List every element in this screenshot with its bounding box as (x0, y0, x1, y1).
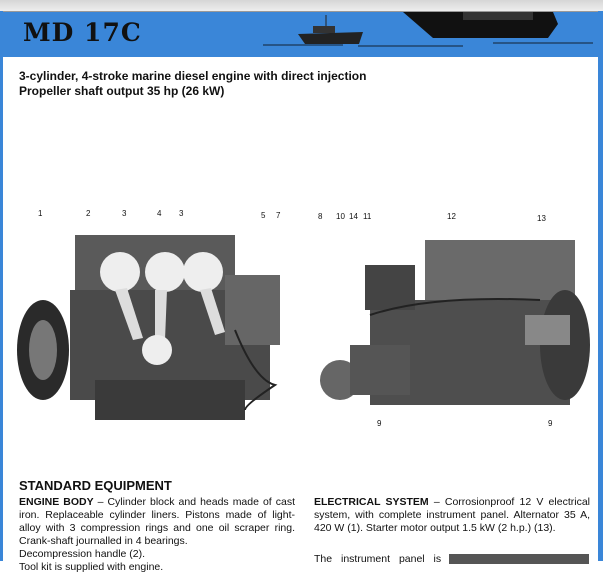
decompression-text: Decompression handle (2). (19, 548, 146, 560)
page-border-right (598, 11, 603, 561)
callout-label: 1 (38, 209, 43, 218)
callout-label: 3 (179, 209, 184, 218)
callout-label: 14 (349, 212, 358, 221)
callout-label: 11 (363, 212, 372, 221)
subtitle-line-1: 3-cylinder, 4-stroke marine diesel engin… (19, 69, 367, 83)
callout-label: 2 (86, 209, 91, 218)
engine-photo-right (320, 240, 590, 405)
instrument-panel-text: The instrument panel is (314, 553, 442, 565)
callout-label: 10 (336, 212, 345, 221)
instrument-panel-photo (449, 554, 589, 564)
header-banner: MD 17C (3, 12, 598, 57)
section-heading: STANDARD EQUIPMENT (19, 478, 172, 493)
callout-label: 5 (261, 211, 266, 220)
electrical-system-text: – Corrosionproof 12 V electrical system,… (314, 496, 590, 534)
page-border-left (0, 11, 3, 561)
engine-body-text: – Cylinder block and heads made of cast … (19, 496, 295, 547)
window-top-bar (0, 0, 603, 12)
callout-label: 7 (276, 211, 281, 220)
page-title: MD 17C (23, 18, 142, 47)
callout-label: 3 (122, 209, 127, 218)
callout-label: 12 (447, 212, 456, 221)
engine-body-section: ENGINE BODY – Cylinder block and heads m… (19, 496, 295, 574)
electrical-system-label: ELECTRICAL SYSTEM (314, 496, 429, 508)
engine-body-label: ENGINE BODY (19, 496, 94, 508)
tool-kit-text: Tool kit is supplied with engine. (19, 561, 164, 573)
engine-photo-left (17, 235, 280, 420)
callout-label: 8 (318, 212, 323, 221)
callout-label: 9 (548, 419, 553, 428)
subtitle: 3-cylinder, 4-stroke marine diesel engin… (19, 69, 366, 99)
electrical-system-section: ELECTRICAL SYSTEM – Corrosionproof 12 V … (314, 496, 590, 535)
callout-label: 4 (157, 209, 162, 218)
callout-label: 9 (377, 419, 382, 428)
callout-label: 13 (537, 214, 546, 223)
subtitle-line-2: Propeller shaft output 35 hp (26 kW) (19, 84, 225, 98)
boats-illustration (263, 12, 593, 47)
